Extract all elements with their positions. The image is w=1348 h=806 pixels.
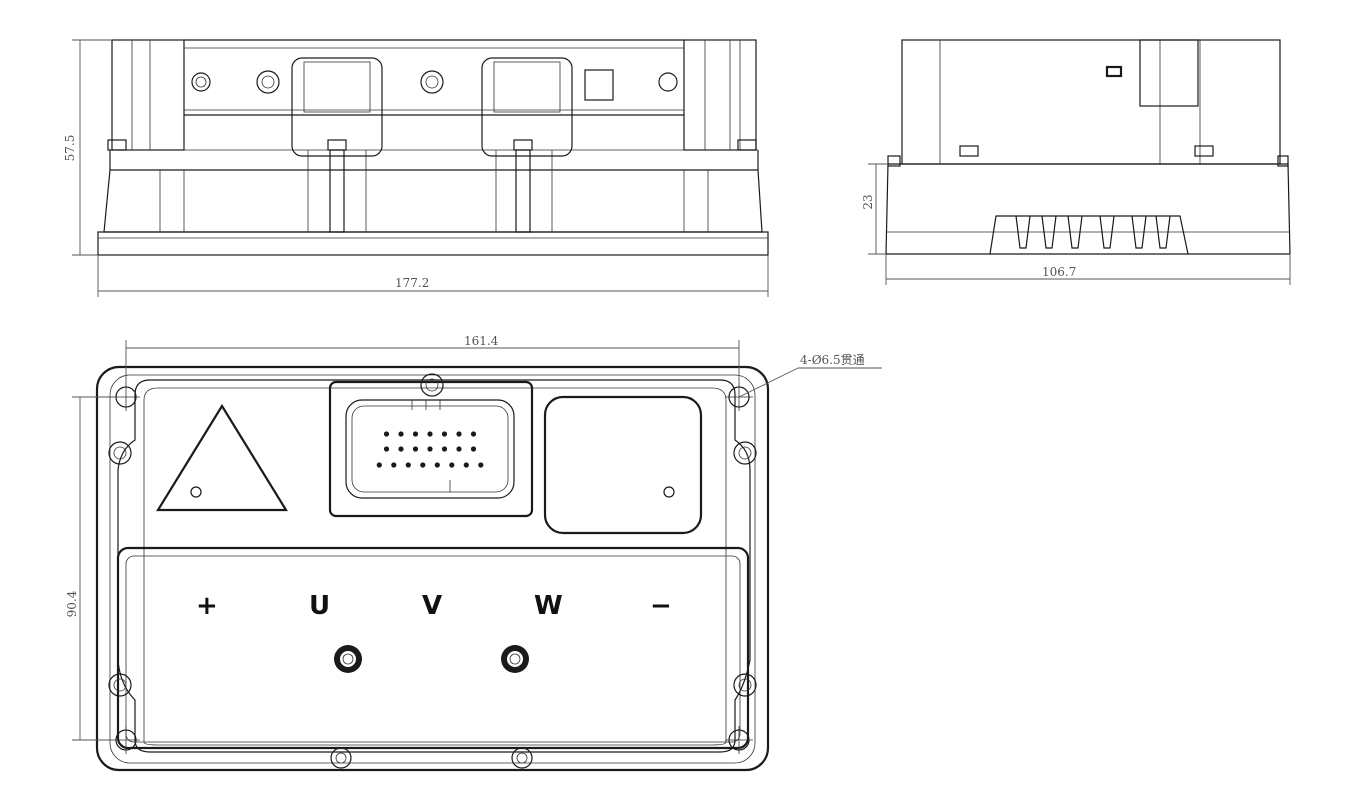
blank-panel <box>543 395 703 535</box>
connector-pin <box>456 446 462 452</box>
connector-pin <box>441 446 448 452</box>
terminal-plus-label: + <box>196 591 218 621</box>
connector-pin <box>412 446 419 452</box>
cover-screw-left <box>334 645 362 673</box>
connector-pin <box>420 462 426 468</box>
connector-pin <box>470 431 477 437</box>
connector-pin <box>376 462 382 468</box>
front-connectors <box>191 57 678 157</box>
terminal-v-label: V <box>422 591 442 621</box>
dim-width-side: 106.7 <box>885 254 1291 285</box>
connector-pin <box>449 462 455 468</box>
connector-pin <box>412 431 419 437</box>
cover-screw-right <box>501 645 529 673</box>
dim-161-4-label: 161.4 <box>464 334 499 348</box>
connector-pin <box>470 446 477 452</box>
connector-pin <box>398 431 404 437</box>
dim-90-4-label: 90.4 <box>65 590 79 617</box>
dim-106-7-label: 106.7 <box>1042 265 1076 279</box>
connector-pin <box>405 462 411 468</box>
power-terminal-cover: + U V W − <box>116 546 750 750</box>
mount-hole-bl <box>112 726 140 754</box>
side-view: 23 106.7 <box>861 39 1291 285</box>
top-view: + U V W − <box>65 334 882 772</box>
connector-pin <box>427 446 433 452</box>
dim-hole-spacing-y: 90.4 <box>65 396 116 741</box>
lid-screws <box>108 373 757 769</box>
connector-pin <box>463 462 469 468</box>
connector-pin <box>383 431 390 437</box>
signal-connector <box>328 380 534 518</box>
mount-hole-br <box>725 726 753 754</box>
mount-hole-leader: 4-Ø6.5贯通 <box>738 353 882 398</box>
dim-height-side: 23 <box>861 163 888 255</box>
terminal-minus-label: − <box>650 591 672 621</box>
dim-57-5-label: 57.5 <box>63 135 77 162</box>
connector-pins <box>376 431 484 468</box>
dim-hole-spacing-x: 161.4 <box>125 334 740 388</box>
connector-pin <box>391 462 397 468</box>
connector-pin <box>478 462 484 468</box>
mounting-holes <box>112 383 753 754</box>
terminal-u-label: U <box>309 591 330 621</box>
connector-pin <box>456 431 462 437</box>
connector-pin <box>434 462 440 468</box>
connector-pin <box>427 431 433 437</box>
dim-height-front: 57.5 <box>63 39 112 256</box>
connector-pin <box>383 446 390 452</box>
mount-hole-note: 4-Ø6.5贯通 <box>800 353 865 367</box>
connector-pin <box>398 446 404 452</box>
front-view: 57.5 177.2 <box>63 39 769 297</box>
terminal-w-label: W <box>534 591 563 621</box>
warning-triangle-icon <box>156 403 288 512</box>
dim-23-label: 23 <box>861 194 875 209</box>
side-fins <box>989 215 1189 255</box>
dim-width-front: 177.2 <box>97 255 769 297</box>
connector-pin <box>441 431 448 437</box>
dim-177-2-label: 177.2 <box>395 276 429 290</box>
front-screws <box>107 139 757 233</box>
